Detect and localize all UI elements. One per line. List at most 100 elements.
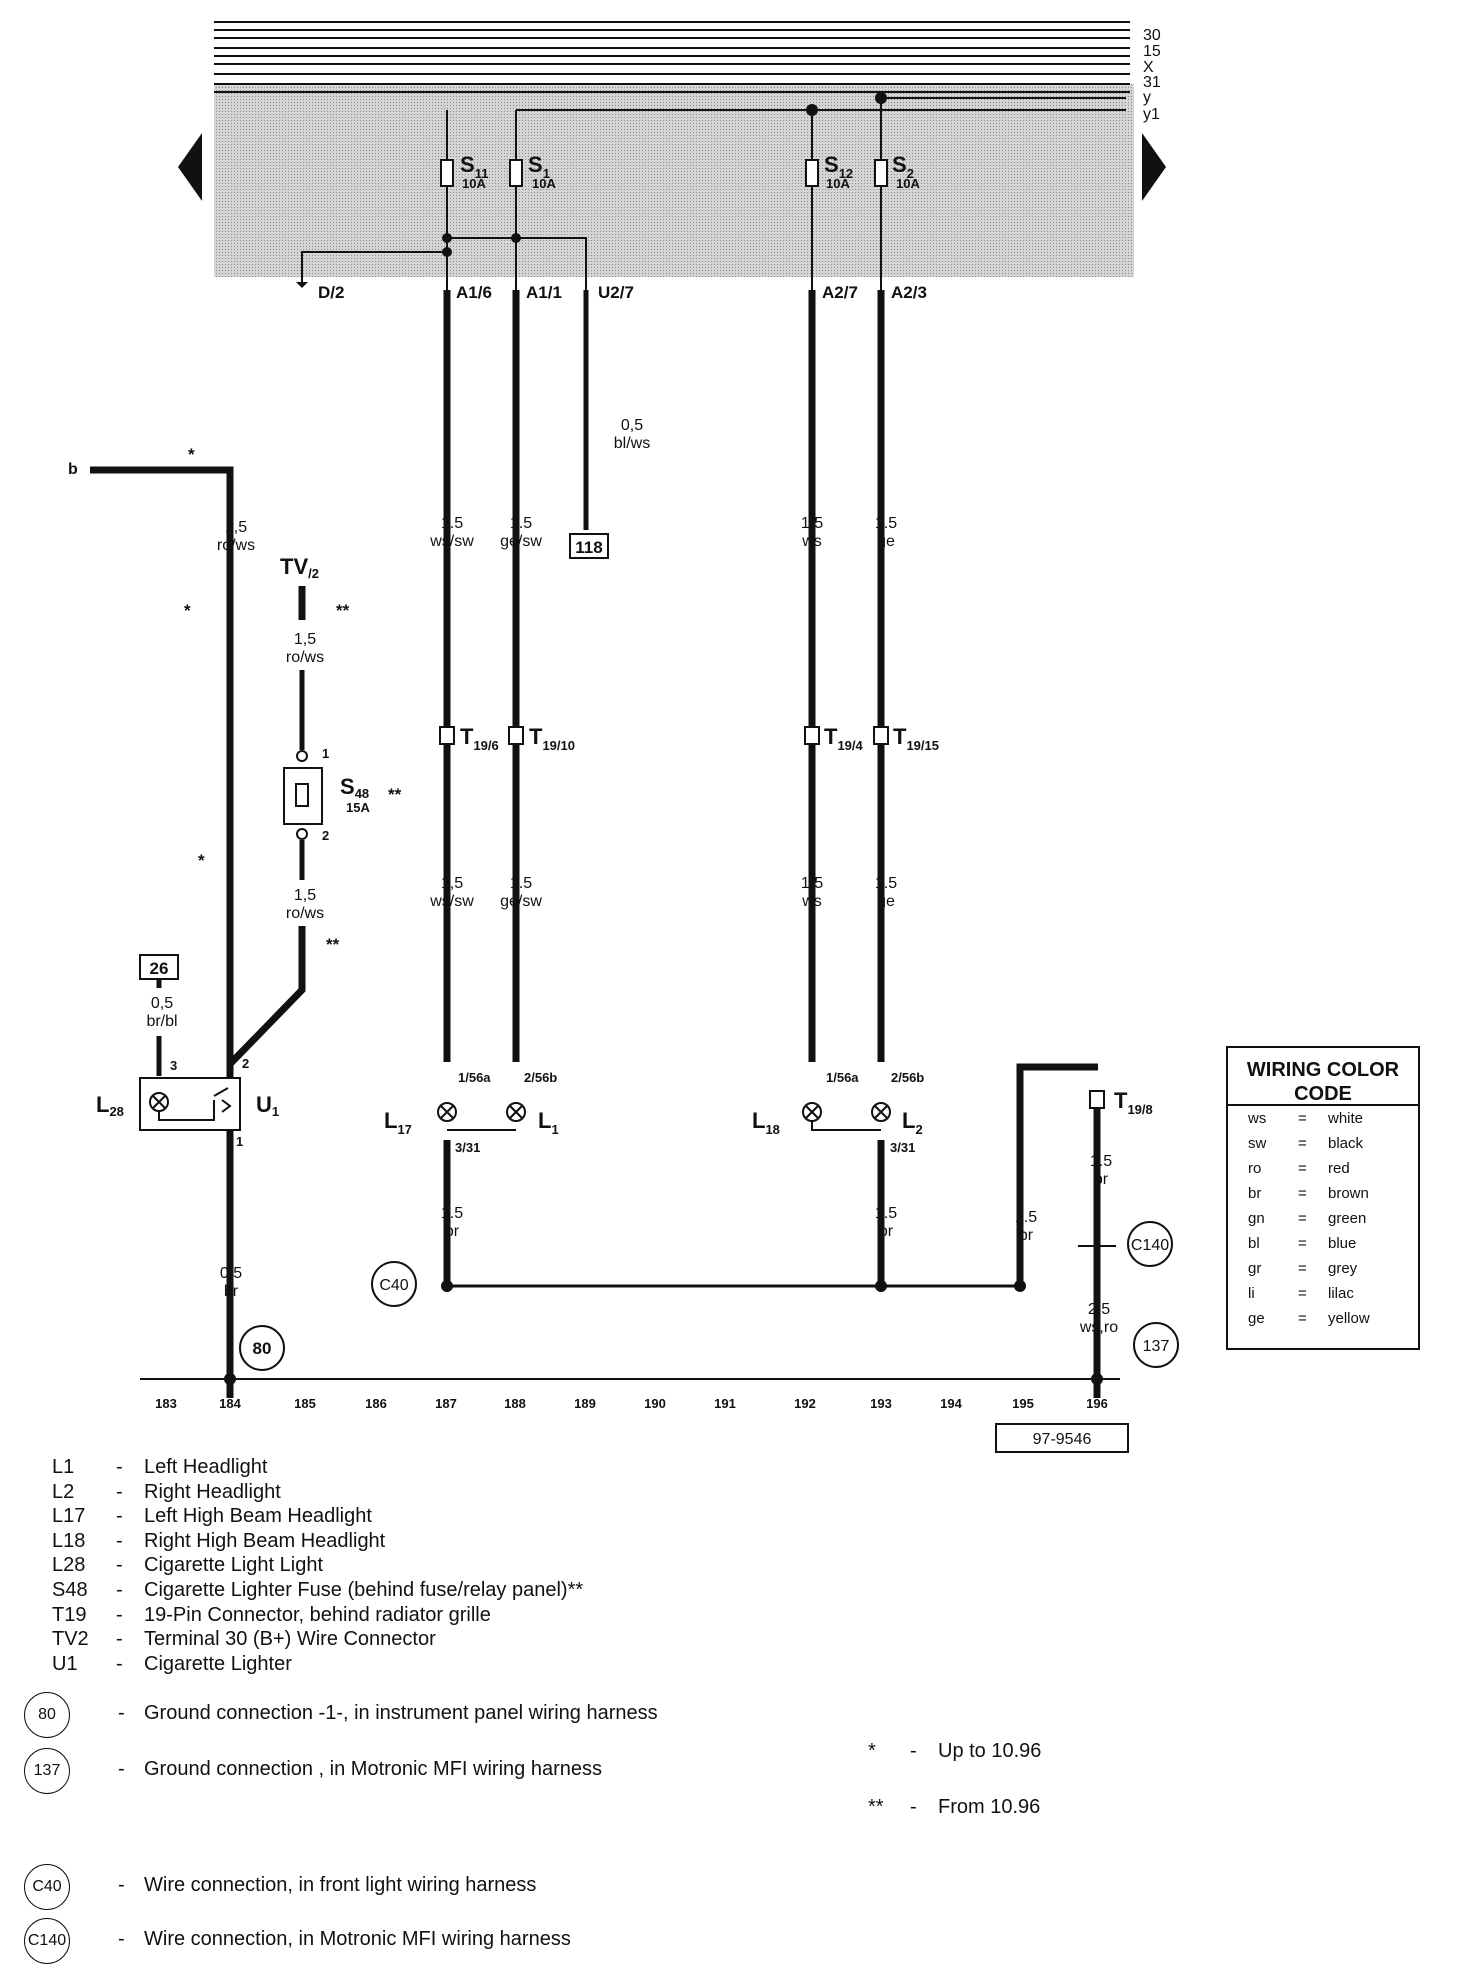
track-number: 184 [219,1396,241,1411]
legend-code: T19 [52,1603,87,1626]
svg-text:*: * [198,851,205,870]
track-number: 186 [365,1396,387,1411]
svg-text:ge/sw: ge/sw [500,533,542,550]
fuse-s2: S2 10A [874,152,920,191]
svg-text:*: * [184,601,191,620]
svg-text:br/bl: br/bl [146,1013,177,1030]
color-abbr: ge [1248,1310,1265,1327]
svg-text:T19/8: T19/8 [1114,1088,1153,1117]
svg-text:1,5: 1,5 [225,519,247,536]
svg-text:T19/15: T19/15 [893,724,939,753]
legend-code: L1 [52,1456,75,1478]
color-code-row: sw=black [1228,1131,1418,1156]
svg-text:ws: ws [801,893,822,910]
terminal-a2-7: A2/7 [822,283,858,302]
svg-text:L28: L28 [96,1092,124,1119]
svg-text:1/56a: 1/56a [458,1070,491,1085]
svg-text:2: 2 [322,828,329,843]
color-code-row: ro=red [1228,1156,1418,1181]
legend-code: L2 [52,1480,75,1503]
panel-terminals: D/2 A1/6 A1/1 U2/7 A2/7 A2/3 [318,283,927,302]
footnote-symbol: * [868,1740,876,1762]
color-code-row: gr=grey [1228,1256,1418,1281]
color-name: white [1328,1110,1364,1127]
bus-label-x: X [1143,59,1154,76]
footnote-symbol: ** [868,1796,884,1818]
color-code-row: gn = green [1228,1206,1418,1231]
svg-text:ws/sw: ws/sw [429,893,474,910]
ref-box-118: 118 [569,533,609,559]
svg-text:ro/ws: ro/ws [286,649,324,666]
headlight-lamps: L17 1/56a 3/31 L1 2/56b L18 1/56a L2 2/5… [384,1070,924,1155]
fuse-relay-panel [214,84,1134,277]
legend-item: L18-Right High Beam Headlight [52,1530,732,1555]
svg-text:ro/ws: ro/ws [217,537,255,554]
svg-text:ws/sw: ws/sw [429,533,474,550]
bus-lines [214,21,1130,111]
svg-text:L2: L2 [902,1108,923,1137]
svg-text:S12: S12 [824,152,853,181]
svg-text:L1: L1 [538,1108,559,1137]
track-number: 188 [504,1396,526,1411]
footnote-dash: - [910,1796,917,1818]
legend-code: L28 [52,1554,86,1577]
color-abbr: gn [1248,1210,1265,1227]
color-name: yellow [1328,1310,1370,1327]
legend-code: TV2 [52,1628,89,1651]
color-name: brown [1328,1185,1369,1202]
circle-ref-c140: C140 [1127,1221,1173,1267]
legend-desc: Terminal 30 (B+) Wire Connector [144,1628,436,1651]
svg-text:b: b [68,461,78,478]
legend-desc: Wire connection, in front light wiring h… [144,1874,537,1896]
fuse-s1: S1 10A [509,152,556,191]
color-name: green [1328,1210,1367,1227]
svg-text:1.5: 1.5 [801,515,823,532]
legend-desc: Cigarette Light Light [144,1554,324,1577]
svg-text:T19/6: T19/6 [460,724,499,753]
terminal-a1-1: A1/1 [526,283,562,302]
svg-text:2/56b: 2/56b [524,1070,557,1085]
legend-desc: Wire connection, in Motronic MFI wiring … [144,1928,571,1950]
legend-code: L18 [52,1529,86,1552]
svg-text:2: 2 [242,1056,249,1071]
terminal-a1-6: A1/6 [456,283,492,302]
track-number: 196 [1086,1396,1108,1411]
legend-dash: - [116,1505,123,1528]
lamp-l18: L18 1/56a [752,1070,859,1137]
circle-ref: 137 [24,1748,70,1794]
bus-labels: 30 15 X 31 y y1 [1143,27,1161,123]
legend-dash: - [116,1480,123,1503]
svg-text:T19/10: T19/10 [529,724,575,753]
svg-text:1/56a: 1/56a [826,1070,859,1085]
svg-text:*: * [188,445,195,464]
svg-text:S11: S11 [460,152,488,181]
color-code-row: ws=white [1228,1106,1418,1131]
color-eq: = [1298,1235,1307,1252]
svg-text:L17: L17 [384,1108,412,1137]
svg-text:ge: ge [877,533,895,550]
figure-id: 97-9546 [995,1423,1129,1453]
color-code-row: li=lilac [1228,1281,1418,1306]
color-eq: = [1298,1210,1307,1227]
svg-text:1,5: 1,5 [441,875,463,892]
legend-dash: - [116,1603,123,1626]
svg-text:1,5: 1,5 [294,631,316,648]
track-number: 191 [714,1396,736,1411]
color-eq: = [1298,1285,1307,1302]
track-number: 183 [155,1396,177,1411]
bus-label-y: y [1143,89,1151,106]
legend-desc: Left High Beam Headlight [144,1505,372,1528]
track-number: 189 [574,1396,596,1411]
fuse-s12: S12 10A [805,152,853,191]
svg-text:1.5: 1.5 [510,515,532,532]
svg-text:S1: S1 [528,152,550,181]
lamp-l2: L2 2/56b 3/31 [871,1070,924,1155]
track-number: 185 [294,1396,316,1411]
color-name: lilac [1328,1285,1354,1302]
color-name: blue [1328,1235,1357,1252]
svg-text:1,5: 1,5 [294,887,316,904]
legend-dash: - [118,1928,125,1950]
bus-label-15: 15 [1143,43,1161,60]
svg-text:**: ** [388,785,402,804]
legend-desc: Left Headlight [144,1456,268,1478]
